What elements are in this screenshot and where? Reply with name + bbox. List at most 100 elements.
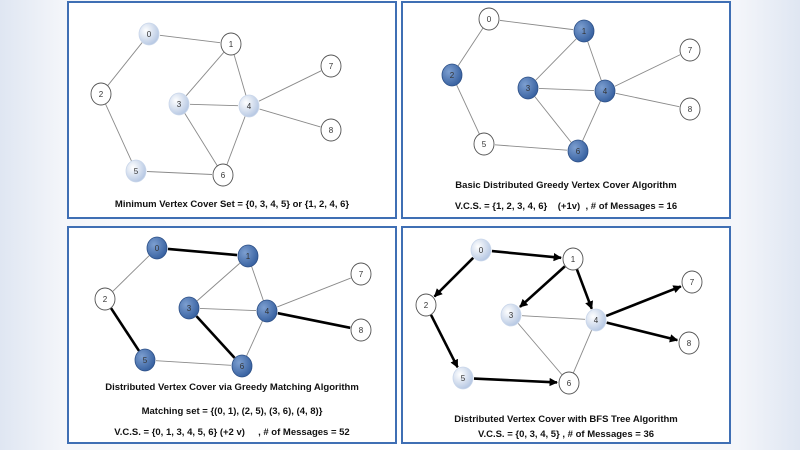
node-5: 5 [452,366,474,390]
node-1: 1 [220,32,242,56]
edge-2-5 [109,307,141,352]
node-circle [567,139,589,163]
edge-3-4 [189,103,239,107]
edge-1-3 [535,38,577,81]
node-label: 0 [155,244,160,253]
node-5: 5 [125,159,147,183]
node-circle [678,331,700,355]
node-5: 5 [473,132,495,156]
node-label: 8 [687,339,692,348]
node-circle [212,163,234,187]
node-circle [473,132,495,156]
node-circle [320,54,342,78]
node-label: 6 [221,171,226,180]
node-2: 2 [415,293,437,317]
node-2: 2 [90,82,112,106]
caption-bfs-result: V.C.S. = {0, 3, 4, 5} , # of Messages = … [477,429,655,440]
node-circle [125,159,147,183]
node-circle [500,303,522,327]
node-label: 6 [240,362,245,371]
edge-3-6 [534,96,572,143]
node-7: 7 [679,38,701,62]
node-label: 1 [582,27,587,36]
node-circle [517,76,539,100]
node-6: 6 [567,139,589,163]
edge-1-3 [196,262,241,302]
edge-5-6 [494,144,568,151]
node-circle [679,97,701,121]
edge-0-1 [499,19,574,31]
edge-4-8 [606,321,679,343]
node-label: 7 [690,278,695,287]
node-circle [320,118,342,142]
node-2: 2 [94,287,116,311]
node-label: 0 [147,30,152,39]
node-label: 5 [461,374,466,383]
node-circle [679,38,701,62]
edge-0-2 [457,27,484,67]
node-8: 8 [350,318,372,342]
edge-0-2 [107,42,143,86]
node-label: 6 [567,379,572,388]
node-1: 1 [237,244,259,268]
node-7: 7 [350,262,372,286]
node-circle [168,92,190,116]
node-circle [585,308,607,332]
node-8: 8 [679,97,701,121]
edge-1-3 [185,52,225,96]
node-1: 1 [573,19,595,43]
edge-4-6 [572,329,593,374]
node-circle [220,32,242,56]
edge-0-1 [159,34,221,44]
node-6: 6 [212,163,234,187]
node-label: 6 [576,147,581,156]
edge-4-6 [582,100,601,142]
node-circle [146,236,168,260]
caption-greedy-title: Basic Distributed Greedy Vertex Cover Al… [455,180,677,191]
edge-4-8 [615,92,680,108]
edge-4-7 [605,285,682,318]
edge-5-6 [155,360,232,366]
node-8: 8 [320,118,342,142]
node-label: 1 [571,255,576,264]
node-0: 0 [138,22,160,46]
node-2: 2 [441,63,463,87]
node-label: 4 [603,87,608,96]
node-label: 4 [594,316,599,325]
node-circle [237,244,259,268]
node-label: 0 [479,246,484,255]
edge-1-4 [251,266,264,301]
node-3: 3 [178,296,200,320]
node-circle [94,287,116,311]
caption-bfs-title: Distributed Vertex Cover with BFS Tree A… [454,414,678,425]
caption-greedy-result: V.C.S. = {1, 2, 3, 4, 6} (+1v) , # of Me… [454,201,678,212]
node-circle [441,63,463,87]
caption-matching-set: Matching set = {(0, 1), (2, 5), (3, 6), … [141,406,323,417]
edge-0-1 [167,247,238,257]
node-label: 4 [247,102,252,111]
edge-3-4 [538,87,595,92]
edge-3-6 [184,113,218,166]
node-label: 5 [143,356,148,365]
edge-3-6 [195,315,236,359]
edge-4-8 [277,311,351,330]
node-label: 1 [229,40,234,49]
edge-0-1 [491,249,562,262]
node-circle [558,371,580,395]
edge-1-4 [575,268,594,310]
node-3: 3 [168,92,190,116]
node-circle [470,238,492,262]
node-0: 0 [146,236,168,260]
caption-matching-result: V.C.S. = {0, 1, 3, 4, 5, 6} (+2 v) , # o… [114,427,350,438]
edge-2-5 [429,314,459,369]
node-label: 3 [177,100,182,109]
node-3: 3 [517,76,539,100]
node-6: 6 [558,371,580,395]
edge-5-6 [473,377,558,387]
edge-2-5 [456,84,480,135]
node-circle [256,299,278,323]
node-label: 4 [265,307,270,316]
